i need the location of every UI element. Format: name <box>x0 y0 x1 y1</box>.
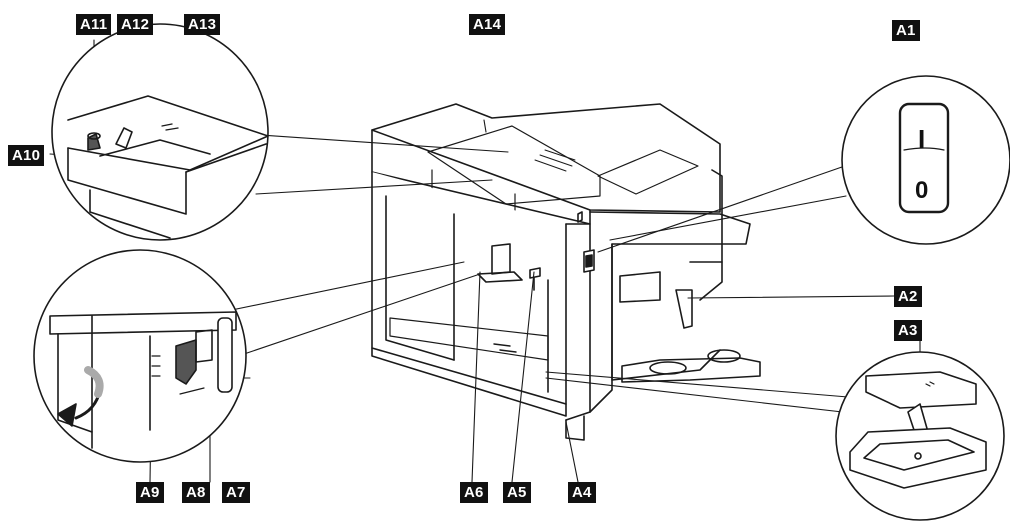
zoom-circle-top-left <box>51 23 269 241</box>
appliance-body <box>371 103 761 441</box>
callout-a2: A2 <box>894 286 922 307</box>
callout-a12: A12 <box>117 14 154 35</box>
callout-a13: A13 <box>184 14 221 35</box>
callout-a8: A8 <box>182 482 210 503</box>
callout-a10: A10 <box>8 145 45 166</box>
switch-on-mark: I <box>918 124 926 154</box>
callout-a11: A11 <box>76 14 112 35</box>
callout-a5: A5 <box>503 482 531 503</box>
callout-a14: A14 <box>469 14 506 35</box>
callout-a6: A6 <box>460 482 488 503</box>
callout-a4: A4 <box>568 482 596 503</box>
zoom-circle-water-tank <box>33 249 247 463</box>
callout-a3: A3 <box>894 320 922 341</box>
zoom-circle-switch <box>841 75 1010 245</box>
switch-off-mark: 0 <box>915 177 929 204</box>
callout-a7: A7 <box>222 482 250 503</box>
callout-a9: A9 <box>136 482 164 503</box>
zoom-circle-drip-tray <box>835 351 1005 521</box>
callout-a1: A1 <box>892 20 920 41</box>
